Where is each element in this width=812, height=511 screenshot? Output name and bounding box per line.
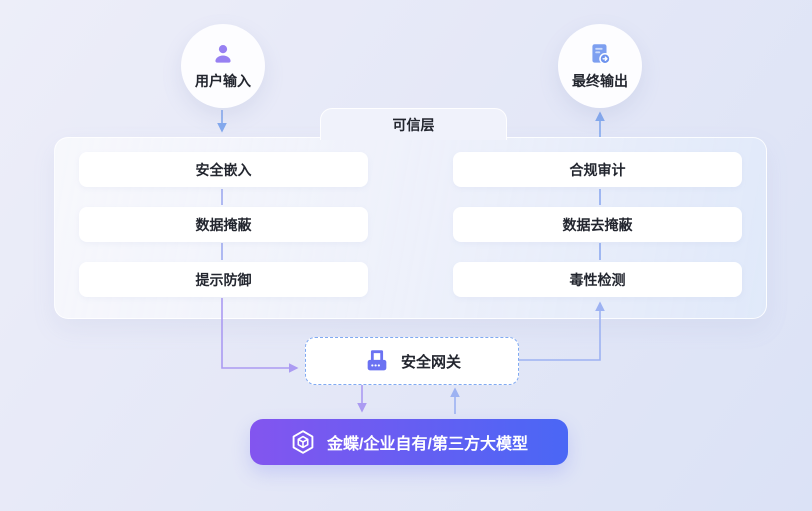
large-model-label: 金蝶/企业自有/第三方大模型 bbox=[327, 436, 528, 453]
step-label: 数据去掩蔽 bbox=[562, 216, 633, 233]
user-input-label: 用户输入 bbox=[195, 73, 251, 89]
step-label: 安全嵌入 bbox=[195, 161, 252, 178]
step-label: 合规审计 bbox=[569, 161, 626, 178]
final-output-node: 最终输出 bbox=[558, 24, 642, 108]
step-label: 提示防御 bbox=[195, 271, 252, 288]
user-input-node: 用户输入 bbox=[181, 24, 265, 108]
step-data-unmasking: 数据去掩蔽 bbox=[453, 207, 742, 242]
trusted-layer-label: 可信层 bbox=[392, 116, 435, 133]
router-icon bbox=[363, 347, 391, 375]
step-data-masking: 数据掩蔽 bbox=[79, 207, 368, 242]
security-gateway-node: 安全网关 bbox=[305, 337, 519, 385]
large-model-node: 金蝶/企业自有/第三方大模型 bbox=[250, 419, 568, 465]
step-toxicity-detection: 毒性检测 bbox=[453, 262, 742, 297]
step-label: 数据掩蔽 bbox=[195, 216, 252, 233]
security-gateway-label: 安全网关 bbox=[400, 353, 461, 371]
trusted-layer-tab: 可信层 bbox=[320, 108, 507, 140]
step-prompt-defense: 提示防御 bbox=[79, 262, 368, 297]
step-compliance-audit: 合规审计 bbox=[453, 152, 742, 187]
cube-icon bbox=[290, 429, 316, 455]
step-secure-embedding: 安全嵌入 bbox=[79, 152, 368, 187]
step-label: 毒性检测 bbox=[569, 271, 626, 288]
document-export-icon bbox=[587, 41, 613, 67]
user-icon bbox=[210, 41, 236, 67]
final-output-label: 最终输出 bbox=[572, 73, 628, 89]
